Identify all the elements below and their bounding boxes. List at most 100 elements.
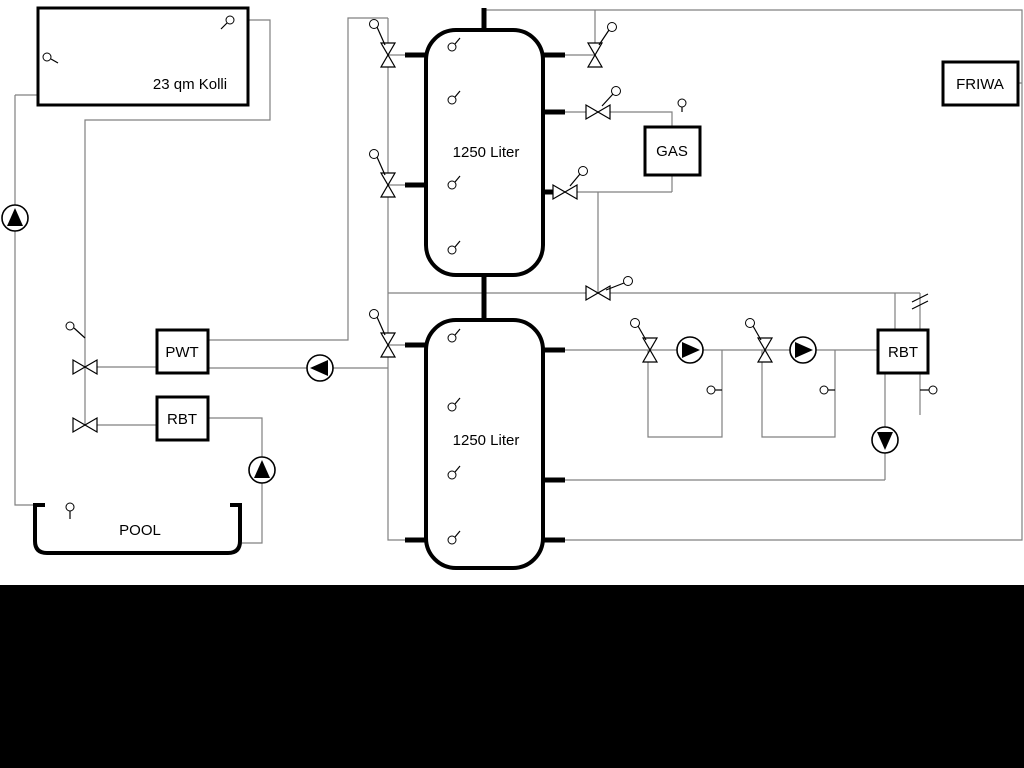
valve-heating-circuit-2 xyxy=(745,318,774,363)
rbt-pool-label: RBT xyxy=(167,411,197,428)
tank-top-sensor-3-stem xyxy=(454,175,461,183)
pump-heating-1 xyxy=(676,336,704,364)
pump-pwt-charge xyxy=(306,354,334,382)
valve-solar-rbt xyxy=(72,416,98,434)
friwa-box xyxy=(941,60,1020,107)
collector-sensor-2-stem xyxy=(50,58,59,64)
tank-bottom-sensor-4 xyxy=(447,535,457,545)
valve-tank-bottom-charge xyxy=(369,309,397,358)
pump-rbt-return xyxy=(871,426,899,454)
tank-top-sensor-4 xyxy=(447,245,457,255)
rbt-pool-box xyxy=(155,395,210,442)
pipe-solar-right xyxy=(84,19,271,425)
loop-2-sensor-icon xyxy=(819,385,829,395)
valve-gas-flow xyxy=(585,86,621,121)
collector-label: 23 qm Kolli xyxy=(153,76,227,93)
pipe-tank-to-gas-top xyxy=(565,111,673,127)
buffer-tank-bottom: 1250 Liter xyxy=(424,318,545,570)
valve-heating-circuit-1 xyxy=(630,318,659,363)
pipe-valve-column xyxy=(387,18,405,541)
valve-actuator-stem xyxy=(601,93,614,107)
valve-icon xyxy=(379,42,397,57)
valve-actuator-icon xyxy=(369,149,379,159)
tank-bottom-sensor-3 xyxy=(447,470,457,480)
tank-top-sensor-2 xyxy=(447,95,457,105)
friwa-label: FRIWA xyxy=(956,76,1004,93)
tank-bottom-sensor-2 xyxy=(447,402,457,412)
collector-box xyxy=(36,6,250,107)
tank-bottom-sensor-4-stem xyxy=(454,530,461,538)
valve-actuator-stem xyxy=(598,29,610,46)
rbt-dhw-box xyxy=(876,328,930,375)
tank-top-sensor-3 xyxy=(447,180,457,190)
pipe-tank-to-gas-bottom xyxy=(577,175,673,293)
pipes xyxy=(14,9,1023,544)
valve-icon xyxy=(379,183,397,198)
valve-gas-return xyxy=(552,166,588,201)
valve-icon xyxy=(72,358,87,376)
friwa-unit: FRIWA xyxy=(941,60,1020,107)
valve-solar-pwt xyxy=(72,358,98,376)
pipe-pwt-top xyxy=(208,17,388,341)
tank-bottom-sensor-1 xyxy=(447,333,457,343)
pwt-sensor-icon xyxy=(65,321,75,331)
pipe-solar-left xyxy=(14,94,38,506)
hydraulic-schematic: 23 qm Kolli 1250 Liter xyxy=(1,6,1023,570)
valve-icon xyxy=(83,416,98,434)
valve-icon xyxy=(72,416,87,434)
valve-icon xyxy=(83,358,98,376)
valve-tank-mid-charge xyxy=(369,149,397,198)
pwt-sensor-stem xyxy=(73,327,86,339)
rbt-pool-unit: RBT xyxy=(155,395,210,442)
gas-box xyxy=(643,125,702,177)
valve-actuator-stem xyxy=(605,282,625,291)
valve-icon xyxy=(563,183,578,201)
pump-arrow-down-icon xyxy=(877,432,893,450)
valve-actuator-stem xyxy=(376,156,386,176)
valve-actuator-icon xyxy=(369,309,379,319)
valve-actuator-icon xyxy=(369,19,379,29)
collector-sensor-icon xyxy=(225,15,235,25)
collector-sensor-stem xyxy=(220,22,228,30)
tank-bottom-sensor-3-stem xyxy=(454,465,461,473)
solar-collector: 23 qm Kolli xyxy=(36,6,250,107)
rbt-dhw-unit: RBT xyxy=(876,293,938,395)
loop-1-sensor-icon xyxy=(706,385,716,395)
pump-arrow-up-icon xyxy=(7,208,23,226)
tank-bottom-label: 1250 Liter xyxy=(453,432,520,449)
pump-heating-2 xyxy=(789,336,817,364)
pool-label: POOL xyxy=(119,522,161,539)
valve-tank-top-charge xyxy=(369,19,397,68)
rbt-dhw-sensor-icon xyxy=(928,385,938,395)
valve-icon xyxy=(586,42,604,57)
valve-actuator-stem xyxy=(376,26,386,46)
valve-icon xyxy=(756,337,774,352)
valve-actuator-icon xyxy=(611,86,621,96)
valve-actuator-icon xyxy=(623,276,633,286)
pipe-tank-to-valve7 xyxy=(565,10,596,56)
pump-arrow-right-icon xyxy=(682,342,700,358)
valve-icon xyxy=(641,337,659,352)
valve-distribution-mixer xyxy=(585,276,633,302)
collector-sensor-2-icon xyxy=(42,52,52,62)
pipe-loop-2 xyxy=(761,350,836,438)
valve-icon xyxy=(585,103,600,121)
tank-top-sensor-4-stem xyxy=(454,240,461,248)
valve-icon xyxy=(379,172,397,187)
pool-basin: POOL xyxy=(33,502,242,555)
pump-pool xyxy=(248,456,276,484)
valve-icon xyxy=(586,53,604,68)
loop-sensors xyxy=(706,385,835,395)
rbt-dhw-label: RBT xyxy=(888,344,918,361)
pool-outline xyxy=(33,503,242,555)
valve-actuator-stem xyxy=(752,325,762,341)
tank-bottom-sensor-1-stem xyxy=(454,328,461,336)
valve-icon xyxy=(379,53,397,68)
valve-actuator-stem xyxy=(569,173,581,187)
pwt-unit: PWT xyxy=(65,321,210,375)
valve-actuator-icon xyxy=(630,318,640,328)
valve-actuator-icon xyxy=(607,22,617,32)
valve-actuator-stem xyxy=(637,325,647,341)
tank-bottom-body xyxy=(424,318,545,570)
valve-tank-top-out xyxy=(586,22,617,68)
